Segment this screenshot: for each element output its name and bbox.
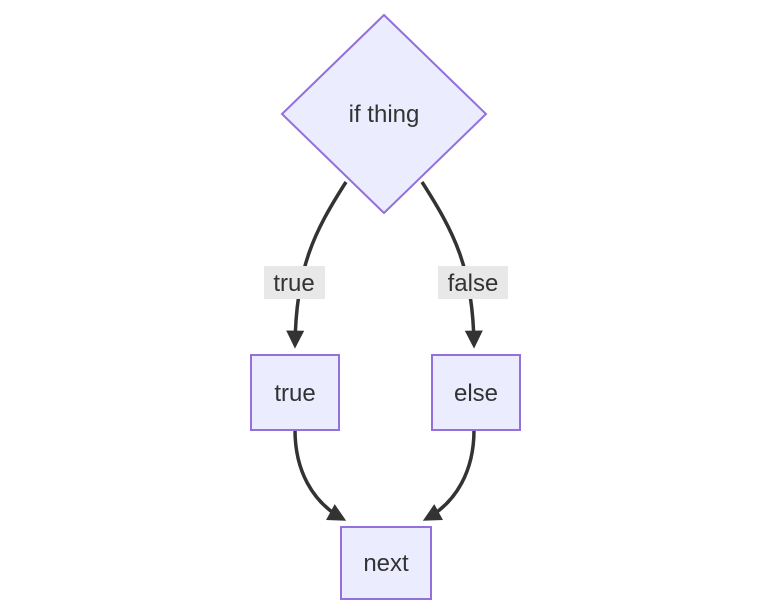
edge-true-to-next [293, 429, 347, 521]
edge-label-false: false [448, 270, 499, 297]
node-else [431, 354, 521, 431]
edge-label-true: true [273, 270, 314, 297]
edge-label-true-bg [264, 266, 325, 299]
edge-if-to-else [420, 181, 483, 349]
node-true-label: true [274, 380, 315, 407]
decision-node-diamond [280, 13, 488, 215]
decision-node-label: if thing [349, 101, 420, 128]
edge-else-to-next [422, 429, 476, 521]
node-next-label: next [363, 550, 409, 577]
node-true [250, 354, 340, 431]
node-next [340, 526, 432, 600]
edge-if-to-true [286, 181, 348, 349]
edge-label-false-bg [438, 266, 508, 299]
node-else-label: else [454, 380, 498, 407]
